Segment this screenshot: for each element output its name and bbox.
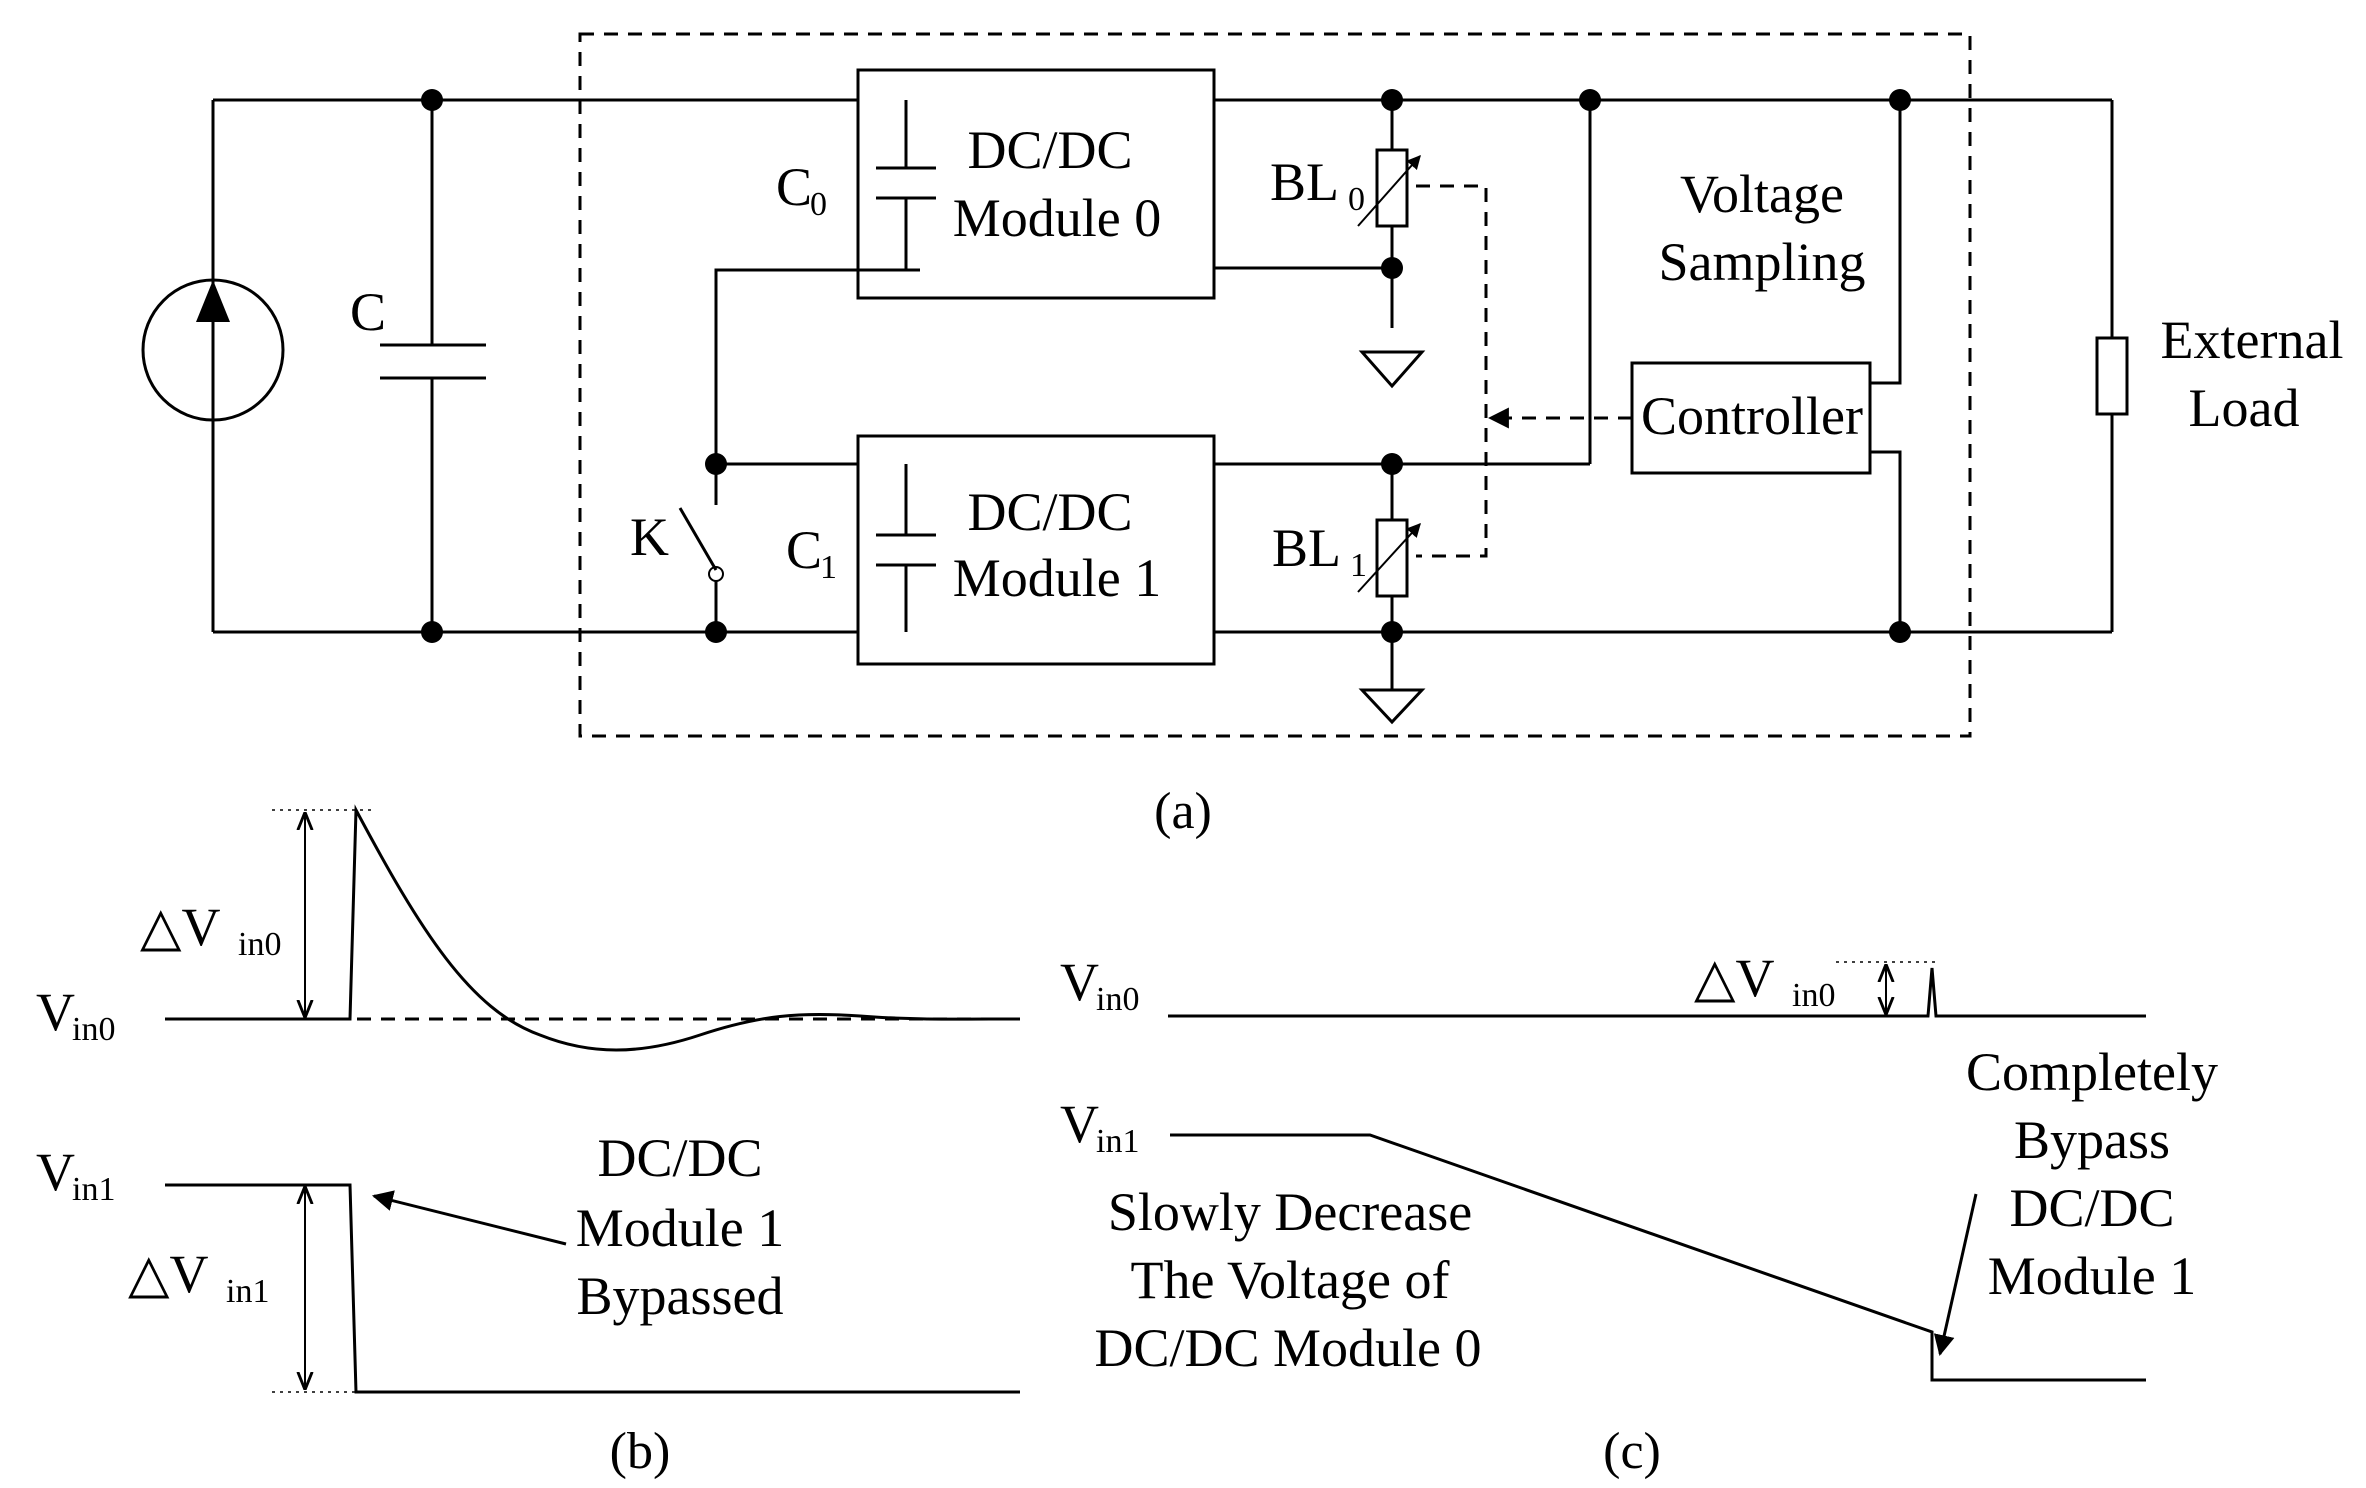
module1-title-line2: Module 1 <box>953 548 1162 608</box>
voltage-sampling-line1: Voltage <box>1680 164 1844 224</box>
c-slow-line3: DC/DC Module 0 <box>1094 1318 1481 1378</box>
dcdc-module-1: C 1 DC/DC Module 1 <box>786 434 1216 666</box>
module0-cap-sub: 0 <box>810 186 827 223</box>
b-vin0-sub: in0 <box>72 1011 115 1048</box>
b-delta-vin0-sub: in0 <box>238 926 281 963</box>
b-delta-vin0-label: △V <box>140 897 221 957</box>
voltage-sampling-wire: Voltage Sampling <box>1579 89 1866 464</box>
b-vin1-label: V <box>36 1142 75 1202</box>
external-load-line2: Load <box>2189 378 2300 438</box>
vin0-transient-curve <box>165 804 1021 1052</box>
module1-cap-label: C <box>786 520 822 580</box>
c-delta-vin0-label: △V <box>1694 948 1775 1008</box>
bl0-label: BL <box>1270 152 1339 212</box>
c-vin0-sub: in0 <box>1096 981 1139 1018</box>
bl0-sub: 0 <box>1348 181 1365 218</box>
c-slow-line2: The Voltage of <box>1131 1250 1450 1310</box>
caption-b: (b) <box>610 1423 671 1480</box>
panel-b-waveforms: V in0 △V in0 V in1 △V in1 DC/DC Module 1… <box>36 804 1021 1480</box>
c-delta-vin0-sub: in0 <box>1792 977 1835 1014</box>
c-bypass-line4: Module 1 <box>1988 1246 2197 1306</box>
external-load: External Load <box>2095 100 2344 632</box>
interconnect-wiring: K <box>630 268 858 643</box>
control-signal-lines <box>1416 184 1632 558</box>
external-load-line1: External <box>2161 310 2344 370</box>
module1-title-line1: DC/DC <box>967 482 1132 542</box>
c-vin1-curve <box>1170 1133 2146 1382</box>
converter-enclosure <box>578 32 1972 738</box>
c-vin0-curve <box>1168 967 2146 1018</box>
caption-a: (a) <box>1154 783 1212 840</box>
b-vin0-label: V <box>36 982 75 1042</box>
b-annotation-line3: Bypassed <box>577 1266 784 1326</box>
c-bypass-line2: Bypass <box>2014 1110 2170 1170</box>
voltage-sampling-line2: Sampling <box>1658 232 1865 292</box>
b-delta-vin1-label: △V <box>128 1244 209 1304</box>
module1-cap-sub: 1 <box>820 549 837 586</box>
c-bypass-line1: Completely <box>1966 1042 2218 1102</box>
c-bypass-line3: DC/DC <box>2009 1178 2174 1238</box>
bl1-variable-resistor: BL 1 <box>1272 453 1426 725</box>
module0-title-line2: Module 0 <box>953 188 1162 248</box>
module0-cap-label: C <box>776 157 812 217</box>
controller-label: Controller <box>1641 386 1863 446</box>
bl0-variable-resistor: BL 0 <box>1270 89 1426 389</box>
current-source <box>141 100 285 632</box>
panel-c-waveforms: V in0 △V in0 V in1 Slowly Decrease The V… <box>1060 948 2218 1480</box>
dcdc-module-0: C 0 DC/DC Module 0 <box>776 68 1216 300</box>
bl1-sub: 1 <box>1350 547 1367 584</box>
b-annotation-line1: DC/DC <box>597 1128 762 1188</box>
circuit-diagram: C C 0 DC/DC Module 0 C 1 DC/DC Module 1 <box>141 32 2344 840</box>
capacitor-c: C <box>350 89 486 643</box>
c-vin1-label: V <box>1060 1094 1099 1154</box>
switch-k-label: K <box>630 507 669 567</box>
c-slow-line1: Slowly Decrease <box>1108 1182 1472 1242</box>
c-vin1-sub: in1 <box>1096 1123 1139 1160</box>
b-annotation-line2: Module 1 <box>576 1198 785 1258</box>
module0-title-line1: DC/DC <box>967 120 1132 180</box>
c-vin0-label: V <box>1060 952 1099 1012</box>
bl1-label: BL <box>1272 518 1341 578</box>
b-delta-vin1-sub: in1 <box>226 1273 269 1310</box>
vin1-step-curve <box>165 1183 1020 1394</box>
capacitor-c-label: C <box>350 282 386 342</box>
controller-block: Controller <box>1630 89 1911 643</box>
b-vin1-sub: in1 <box>72 1171 115 1208</box>
caption-c: (c) <box>1603 1423 1661 1480</box>
